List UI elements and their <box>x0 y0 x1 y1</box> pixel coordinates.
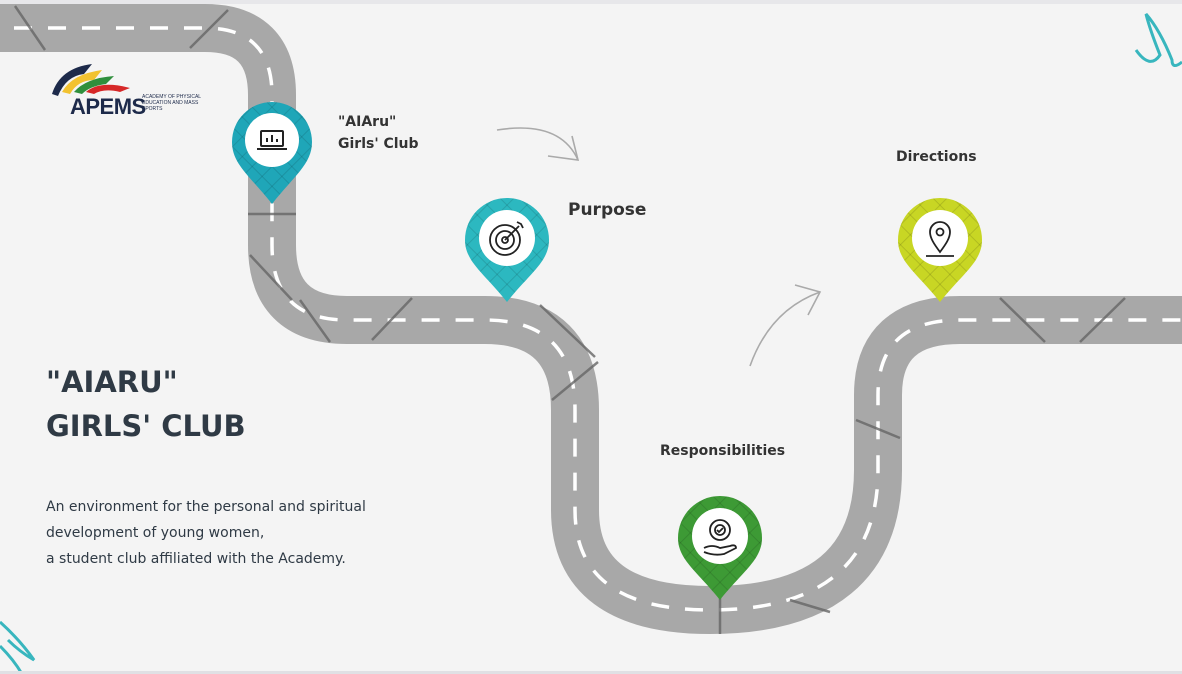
logo-name: APEMS <box>70 94 146 119</box>
pin-club-label-line2: Girls' Club <box>338 136 419 152</box>
arrow-decoration-middle <box>749 284 822 367</box>
pin-purpose-label: Purpose <box>568 200 647 220</box>
squiggle-decoration-bottom-left <box>0 620 36 674</box>
dot-pattern-left <box>2 58 30 258</box>
logo-graphic <box>52 64 130 96</box>
pin-responsibilities[interactable] <box>678 496 762 600</box>
pin-club-label: "AIAru" Girls' Club <box>338 111 419 155</box>
laptop-icon <box>257 130 287 150</box>
page-title-line1: "AIARU" <box>46 365 178 399</box>
top-border <box>0 0 1182 4</box>
pin-purpose[interactable] <box>465 198 549 302</box>
pin-club-label-line1: "AIAru" <box>338 114 397 130</box>
gear-check-hand-icon <box>703 519 737 556</box>
pin-directions-label: Directions <box>896 149 977 165</box>
page-title-line2: GIRLS' CLUB <box>46 409 246 443</box>
pin-responsibilities-label: Responsibilities <box>660 443 786 459</box>
pin-directions[interactable] <box>898 198 982 302</box>
pin-club[interactable] <box>232 102 312 204</box>
description: An environment for the personal and spir… <box>46 499 366 567</box>
target-icon <box>489 221 524 256</box>
location-pin-icon <box>926 221 954 257</box>
page-title: "AIARU" GIRLS' CLUB <box>46 360 246 448</box>
road <box>0 4 1182 634</box>
bottom-border <box>0 671 1182 674</box>
logo-subtitle: Academy of Physical Education and Mass S… <box>142 94 201 112</box>
arrow-decoration-top <box>496 127 580 161</box>
squiggle-decoration-top-right <box>1134 13 1182 67</box>
